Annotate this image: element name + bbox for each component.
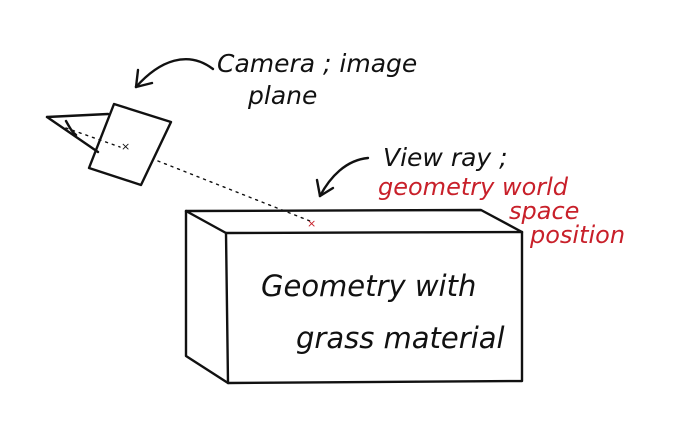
image-plane-center-mark: × — [121, 140, 130, 153]
box-label-line2: grass material — [296, 321, 505, 355]
camera-label-line1: Camera ; image — [217, 49, 417, 78]
camera-cone — [45, 112, 110, 154]
view-ray-label: View ray ; — [383, 143, 508, 172]
geometry-box — [184, 208, 524, 385]
image-plane — [87, 102, 173, 187]
camera-arrow — [134, 58, 215, 89]
box-label-line1: Geometry with — [261, 269, 476, 303]
camera-label-line2: plane — [247, 81, 317, 110]
camera-axis — [65, 127, 121, 148]
world-position-label-line2: space — [509, 197, 579, 225]
world-position-label-line1: geometry world — [378, 173, 569, 201]
ray-arrow — [315, 156, 370, 198]
world-position-label-line3: position — [529, 221, 625, 249]
hit-point-marker: × — [307, 217, 316, 230]
